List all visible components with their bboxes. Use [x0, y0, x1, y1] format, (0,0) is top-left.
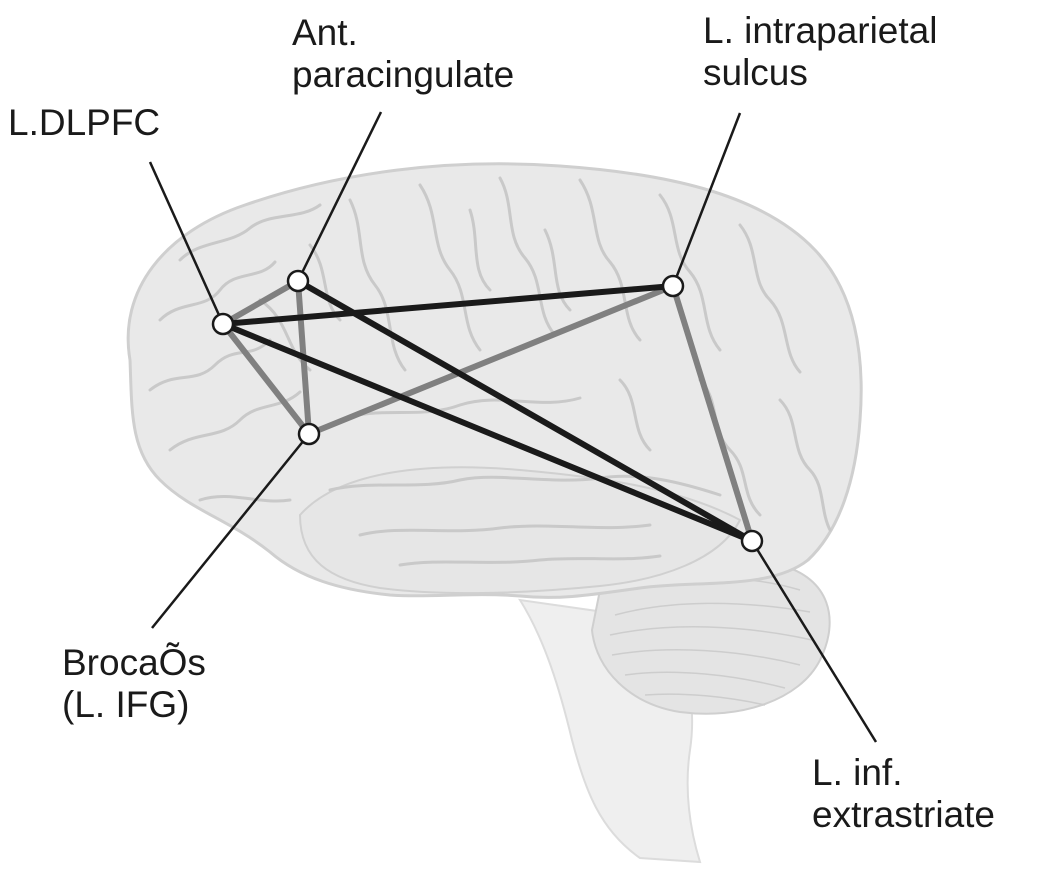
brain-illustration — [128, 164, 861, 862]
label-paracingulate: Ant. paracingulate — [292, 12, 514, 96]
label-extrastriate-line-1: L. inf. — [812, 752, 995, 794]
label-intraparietal-line-2: sulcus — [703, 52, 937, 94]
node-broca — [299, 424, 319, 444]
node-paracingulate — [288, 271, 308, 291]
label-broca-line-1: BrocaÕs — [62, 642, 206, 684]
label-intraparietal-line-1: L. intraparietal — [703, 10, 937, 52]
node-extrastriate — [742, 531, 762, 551]
label-broca: BrocaÕs (L. IFG) — [62, 642, 206, 726]
label-dlpfc: L.DLPFC — [8, 102, 160, 144]
node-dlpfc — [213, 314, 233, 334]
label-paracingulate-line-2: paracingulate — [292, 54, 514, 96]
label-extrastriate: L. inf. extrastriate — [812, 752, 995, 836]
label-intraparietal: L. intraparietal sulcus — [703, 10, 937, 94]
label-extrastriate-line-2: extrastriate — [812, 794, 995, 836]
label-dlpfc-line-1: L.DLPFC — [8, 102, 160, 144]
node-intraparietal — [663, 276, 683, 296]
label-broca-line-2: (L. IFG) — [62, 684, 206, 726]
label-paracingulate-line-1: Ant. — [292, 12, 514, 54]
